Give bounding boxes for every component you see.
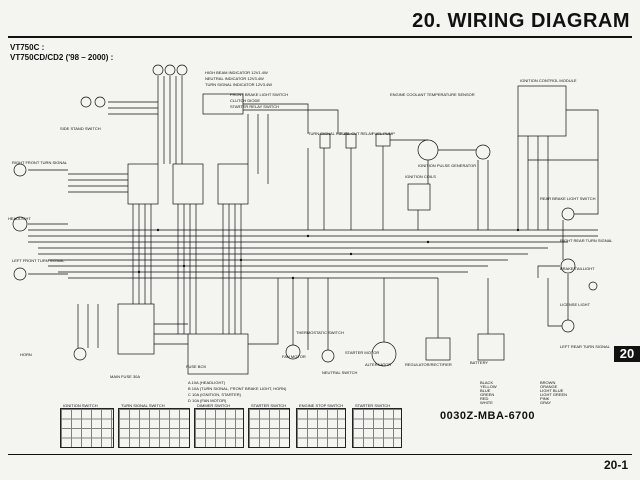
component-label: FUEL PUMP bbox=[372, 131, 395, 136]
wire-color-bu: BLUE bbox=[480, 388, 491, 393]
component-label: FAN MOTOR bbox=[282, 354, 306, 359]
wire-color-w: WHITE bbox=[480, 400, 493, 405]
switch-table-title: IGNITION SWITCH bbox=[63, 403, 98, 408]
section-tab: 20 bbox=[614, 346, 640, 362]
wiring-schematic bbox=[12, 64, 599, 375]
component-label: FRONT BRAKE LIGHT SWITCH bbox=[230, 92, 289, 97]
starter-switch-table: STARTER SWITCH bbox=[248, 403, 290, 448]
wire-color-gr: GRAY bbox=[540, 400, 552, 405]
component-label: STARTER RELAY SWITCH bbox=[230, 104, 280, 109]
switch-table-title: ENGINE STOP SWITCH bbox=[299, 403, 344, 408]
component-label: IGNITION COILS bbox=[405, 174, 436, 179]
wire-color-lg: LIGHT GREEN bbox=[540, 392, 568, 397]
component-label: STARTER MOTOR bbox=[345, 350, 380, 355]
turn-signal-switch-table: TURN SIGNAL SWITCH bbox=[118, 403, 190, 448]
component-label: HIGH BEAM INDICATOR 12V1.4W bbox=[205, 70, 268, 75]
wire-color-bk: BLACK bbox=[480, 380, 494, 385]
component-label: ALTERNATOR bbox=[365, 362, 392, 367]
component-label: HORN bbox=[20, 352, 32, 357]
model-label-vt750c: VT750C : bbox=[10, 43, 45, 52]
wire-color-p: PINK bbox=[540, 396, 550, 401]
page-title: 20. WIRING DIAGRAM bbox=[412, 10, 630, 32]
switch-table-title: STARTER SWITCH bbox=[251, 403, 287, 408]
component-label: HEADLIGHT bbox=[8, 216, 31, 221]
wire-color-y: YELLOW bbox=[480, 384, 497, 389]
bottom-rule bbox=[8, 454, 632, 455]
wire-color-br: BROWN bbox=[540, 380, 556, 385]
component-label: SIDE STAND SWITCH bbox=[60, 126, 101, 131]
component-label: ENGINE COOLANT TEMPERATURE SENSOR bbox=[390, 92, 475, 97]
component-label: IGNITION CONTROL MODULE bbox=[520, 78, 577, 83]
switch-table-title: TURN SIGNAL SWITCH bbox=[121, 403, 165, 408]
fuse-legend-row: D 10A (FAN MOTOR) bbox=[188, 398, 227, 403]
component-label: TURN SIGNAL RELAY bbox=[308, 131, 349, 136]
fuse-legend-row: A 10A (HEADLIGHT) bbox=[188, 380, 226, 385]
fuse-legend-row: B 10A (TURN SIGNAL, FRONT BRAKE LIGHT, H… bbox=[188, 386, 287, 391]
component-label: CLUTCH DIODE bbox=[230, 98, 261, 103]
component-label: THERMOSTATIC SWITCH bbox=[296, 330, 344, 335]
switch-grid bbox=[195, 409, 243, 447]
component-label: IGNITION PULSE GENERATOR bbox=[418, 163, 477, 168]
starter-switch-table-2: STARTER SWITCH bbox=[352, 403, 402, 448]
switch-grid bbox=[61, 409, 113, 447]
component-label: BRAKE/TAILLIGHT bbox=[560, 266, 595, 271]
ignition-switch-table: IGNITION SWITCH bbox=[60, 403, 114, 448]
component-label: TURN SIGNAL INDICATOR 12V3.4W bbox=[205, 82, 273, 87]
switch-grid bbox=[353, 409, 401, 447]
title-rule bbox=[8, 36, 632, 38]
switch-grid bbox=[249, 409, 289, 447]
wire-color-legend: BLACK BROWN YELLOW ORANGE BLUE LIGHT BLU… bbox=[480, 380, 608, 406]
switch-grid bbox=[297, 409, 345, 447]
component-label: RIGHT REAR TURN SIGNAL bbox=[560, 238, 613, 243]
component-label: LEFT REAR TURN SIGNAL bbox=[560, 344, 610, 349]
component-label: BATTERY bbox=[470, 360, 489, 365]
component-label: REAR BRAKE LIGHT SWITCH bbox=[540, 196, 596, 201]
page-number: 20-1 bbox=[603, 458, 628, 472]
component-label: RIGHT FRONT TURN SIGNAL bbox=[12, 160, 68, 165]
component-label: FUSE BOX bbox=[186, 364, 207, 369]
wire-color-g: GREEN bbox=[480, 392, 495, 397]
component-label: FUEL CUT RELAY bbox=[340, 131, 374, 136]
switch-table-title: DIMMER SWITCH bbox=[197, 403, 231, 408]
switch-table-title: STARTER SWITCH bbox=[355, 403, 391, 408]
part-number: 0030Z-MBA-6700 bbox=[440, 410, 536, 422]
component-label: NEUTRAL INDICATOR 12V3.4W bbox=[205, 76, 264, 81]
component-label: MAIN FUSE 30A bbox=[110, 374, 141, 379]
wire-color-o: ORANGE bbox=[540, 384, 558, 389]
fuse-legend-row: C 10A (IGNITION, STARTER) bbox=[188, 392, 241, 397]
model-label-vt750cd: VT750CD/CD2 ('98 – 2000) : bbox=[10, 53, 114, 62]
component-label: REGULATOR/RECTIFIER bbox=[405, 362, 452, 367]
dimmer-switch-table: DIMMER SWITCH bbox=[194, 403, 244, 448]
component-label: NEUTRAL SWITCH bbox=[322, 370, 358, 375]
component-label: LICENSE LIGHT bbox=[560, 302, 591, 307]
engine-stop-switch-table: ENGINE STOP SWITCH bbox=[296, 403, 346, 448]
switch-grid bbox=[119, 409, 189, 447]
wire-color-r: RED bbox=[480, 396, 489, 401]
component-label: LEFT FRONT TURN SIGNAL bbox=[12, 258, 65, 263]
wire-color-lb: LIGHT BLUE bbox=[540, 388, 564, 393]
